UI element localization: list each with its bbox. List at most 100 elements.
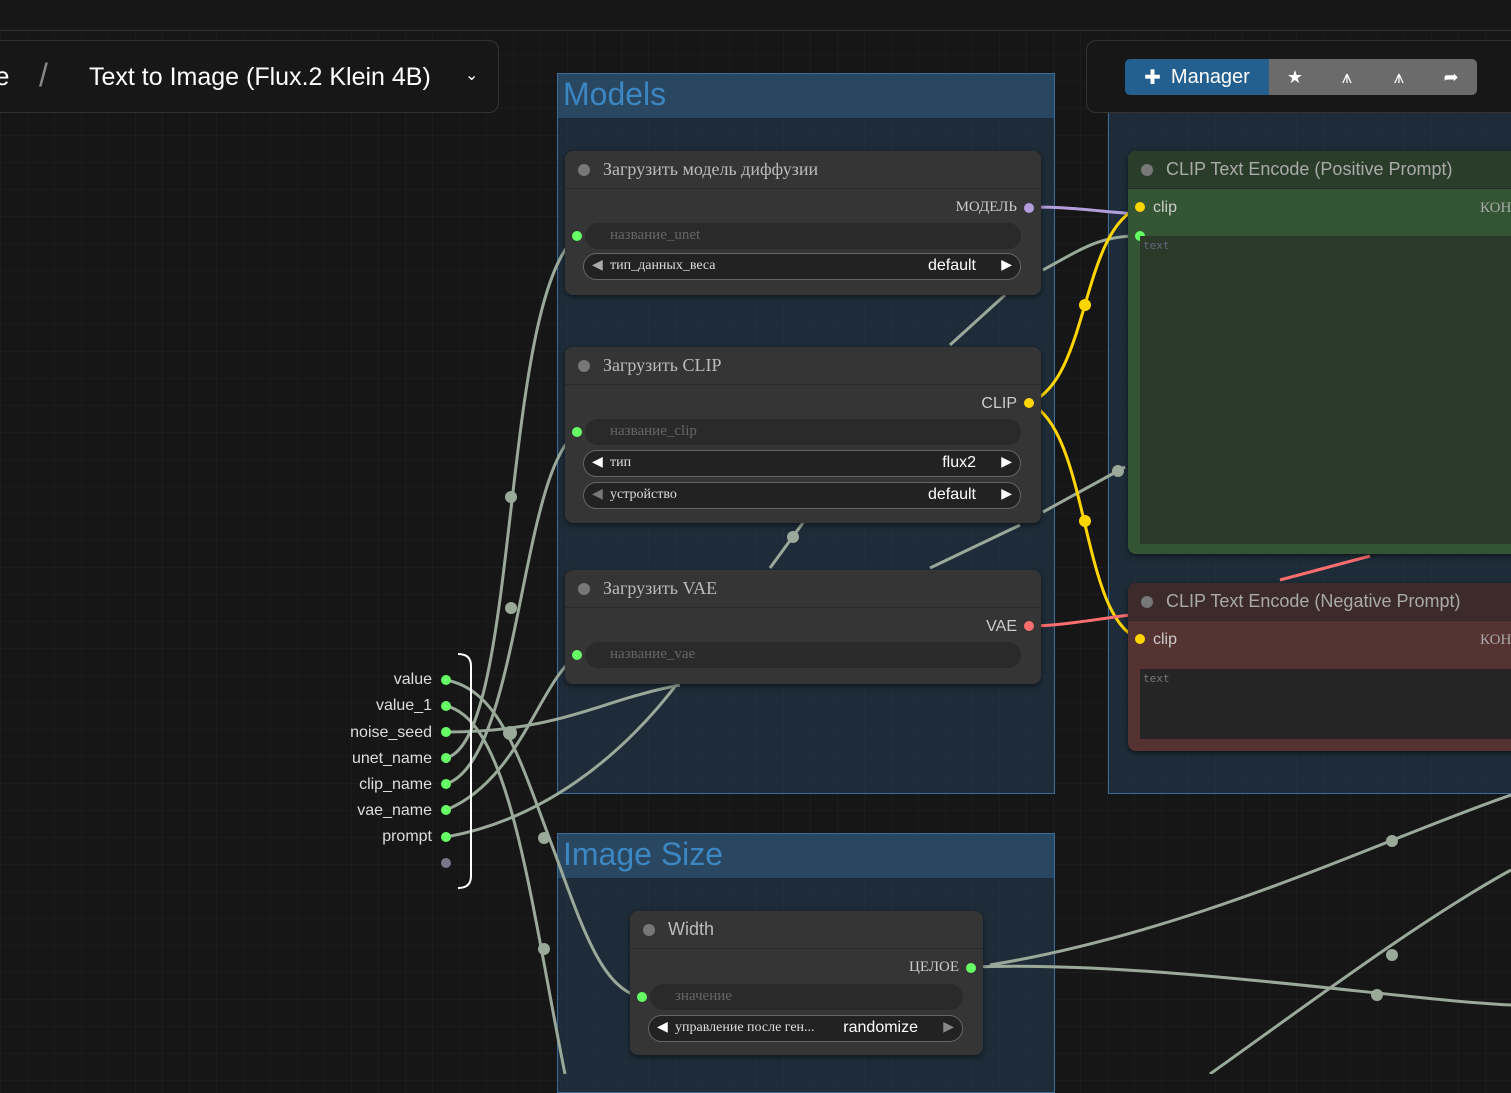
subgraph-input-socket[interactable]: [441, 701, 451, 711]
node-title: Загрузить CLIP: [603, 355, 722, 375]
reroute-dot: [1079, 515, 1091, 527]
arrow-right-icon[interactable]: ▶: [943, 1020, 954, 1035]
wire: [1209, 868, 1511, 1074]
share-icon[interactable]: ➦: [1425, 59, 1477, 95]
breadcrumb-parent[interactable]: e: [0, 61, 10, 91]
combo-value: flux2: [942, 454, 976, 471]
arrow-right-icon[interactable]: ▶: [1001, 455, 1012, 470]
node-load-diffusion-model[interactable]: Загрузить модель диффузии МОДЕЛЬ названи…: [565, 151, 1041, 295]
input-socket[interactable]: [637, 992, 647, 1002]
wire: [970, 964, 1511, 1007]
reroute-dot: [1112, 465, 1124, 477]
subgraph-empty-socket[interactable]: [441, 858, 451, 868]
subgraph-input-socket[interactable]: [441, 832, 451, 842]
input-socket-clip[interactable]: [1135, 202, 1145, 212]
wire-model: [1028, 205, 1141, 216]
output-socket-clip[interactable]: [1024, 398, 1034, 408]
negative-prompt-textarea[interactable]: text: [1140, 669, 1511, 739]
subgraph-input-socket[interactable]: [441, 805, 451, 815]
reroute-dot: [787, 531, 799, 543]
broom-icon-2[interactable]: ⩚: [1373, 59, 1425, 95]
manager-button[interactable]: ✚ Manager: [1125, 59, 1269, 95]
reroute-dot: [538, 943, 550, 955]
star-icon[interactable]: ★: [1269, 59, 1321, 95]
node-title: CLIP Text Encode (Positive Prompt): [1166, 159, 1453, 179]
broom-icon[interactable]: ⩚: [1321, 59, 1373, 95]
positive-prompt-textarea[interactable]: text: [1140, 236, 1511, 544]
arrow-left-icon[interactable]: ◀: [657, 1020, 668, 1035]
subgraph-input-socket[interactable]: [441, 727, 451, 737]
output-label: КОН: [1480, 632, 1511, 648]
workflow-title[interactable]: Text to Image (Flux.2 Klein 4B): [89, 63, 431, 91]
subgraph-input-label: noise_seed: [350, 724, 432, 741]
subgraph-input-socket[interactable]: [441, 779, 451, 789]
combo-value: randomize: [843, 1019, 918, 1036]
arrow-right-icon[interactable]: ▶: [1001, 487, 1012, 502]
subgraph-input-socket[interactable]: [441, 675, 451, 685]
node-title: CLIP Text Encode (Negative Prompt): [1166, 591, 1461, 611]
wire: [445, 683, 681, 734]
puzzle-icon: ✚: [1144, 66, 1161, 89]
input-socket-clip[interactable]: [1135, 634, 1145, 644]
node-clip-text-encode-negative[interactable]: CLIP Text Encode (Negative Prompt) clip …: [1128, 583, 1511, 751]
combo-label: тип: [610, 455, 632, 470]
control-after-generate-combo[interactable]: управление после ген...randomize▶◀: [648, 1015, 963, 1042]
output-socket-int[interactable]: [966, 963, 976, 973]
output-label: МОДЕЛЬ: [955, 199, 1017, 215]
wire-vae: [1028, 613, 1131, 628]
wire: [929, 523, 1021, 570]
subgraph-input-label: unet_name: [351, 750, 432, 767]
arrow-left-icon[interactable]: ◀: [592, 455, 603, 470]
arrow-left-icon[interactable]: ◀: [592, 487, 603, 502]
group-title[interactable]: Models: [558, 74, 1054, 118]
top-bar: [0, 0, 1511, 31]
clip-name-widget[interactable]: название_clip: [585, 419, 1021, 445]
chevron-down-icon[interactable]: ⌄: [465, 67, 479, 84]
arrow-right-icon[interactable]: ▶: [1001, 258, 1012, 273]
reroute-dot: [1371, 989, 1383, 1001]
value-widget[interactable]: значение: [650, 984, 963, 1010]
node-title: Загрузить модель диффузии: [603, 159, 819, 179]
wire: [1042, 234, 1141, 272]
combo-label: тип_данных_веса: [610, 258, 716, 273]
group-title[interactable]: Image Size: [558, 834, 1054, 878]
input-socket[interactable]: [572, 231, 582, 241]
node-status-dot: [578, 583, 590, 595]
subgraph-input-socket[interactable]: [441, 753, 451, 763]
wire: [445, 431, 578, 786]
reroute-dot: [1079, 299, 1091, 311]
output-label: CLIP: [981, 395, 1017, 412]
input-socket[interactable]: [572, 650, 582, 660]
wire: [948, 293, 1007, 347]
input-label: clip: [1153, 199, 1178, 216]
breadcrumb: e / Text to Image (Flux.2 Klein 4B) ⌄: [0, 40, 499, 113]
node-load-clip[interactable]: Загрузить CLIP CLIP название_clip тип flu…: [565, 347, 1041, 523]
unet-name-widget[interactable]: название_unet: [585, 223, 1021, 249]
combo-label: устройство: [610, 487, 677, 502]
action-bar: ✚ Manager ★ ⩚ ⩚ ➦ ⋮: [1086, 40, 1511, 113]
node-status-dot: [578, 164, 590, 176]
vae-name-widget[interactable]: название_vae: [585, 642, 1021, 668]
arrow-left-icon[interactable]: ◀: [592, 258, 603, 273]
manager-label: Manager: [1170, 65, 1250, 88]
subgraph-input-label: clip_name: [359, 776, 432, 793]
output-socket-model[interactable]: [1024, 203, 1034, 213]
node-clip-text-encode-positive[interactable]: CLIP Text Encode (Positive Prompt) clip …: [1128, 151, 1511, 554]
breadcrumb-separator: /: [39, 57, 48, 93]
node-load-vae[interactable]: Загрузить VAE VAE название_vae: [565, 570, 1041, 684]
subgraph-input-label: value_1: [375, 697, 432, 714]
node-width[interactable]: Width ЦЕЛОЕ значение управление после ге…: [630, 911, 983, 1055]
output-label: ЦЕЛОЕ: [909, 959, 959, 975]
node-title: Загрузить VAE: [603, 578, 718, 598]
node-status-dot: [1141, 164, 1153, 176]
more-icon[interactable]: ⋮: [1505, 65, 1511, 86]
node-status-dot: [643, 924, 655, 936]
wire-vae: [1279, 554, 1371, 582]
input-socket[interactable]: [572, 427, 582, 437]
output-socket-vae[interactable]: [1024, 621, 1034, 631]
reroute-dot: [505, 491, 517, 503]
type-combo[interactable]: тип flux2 ▶ ◀: [583, 450, 1021, 477]
